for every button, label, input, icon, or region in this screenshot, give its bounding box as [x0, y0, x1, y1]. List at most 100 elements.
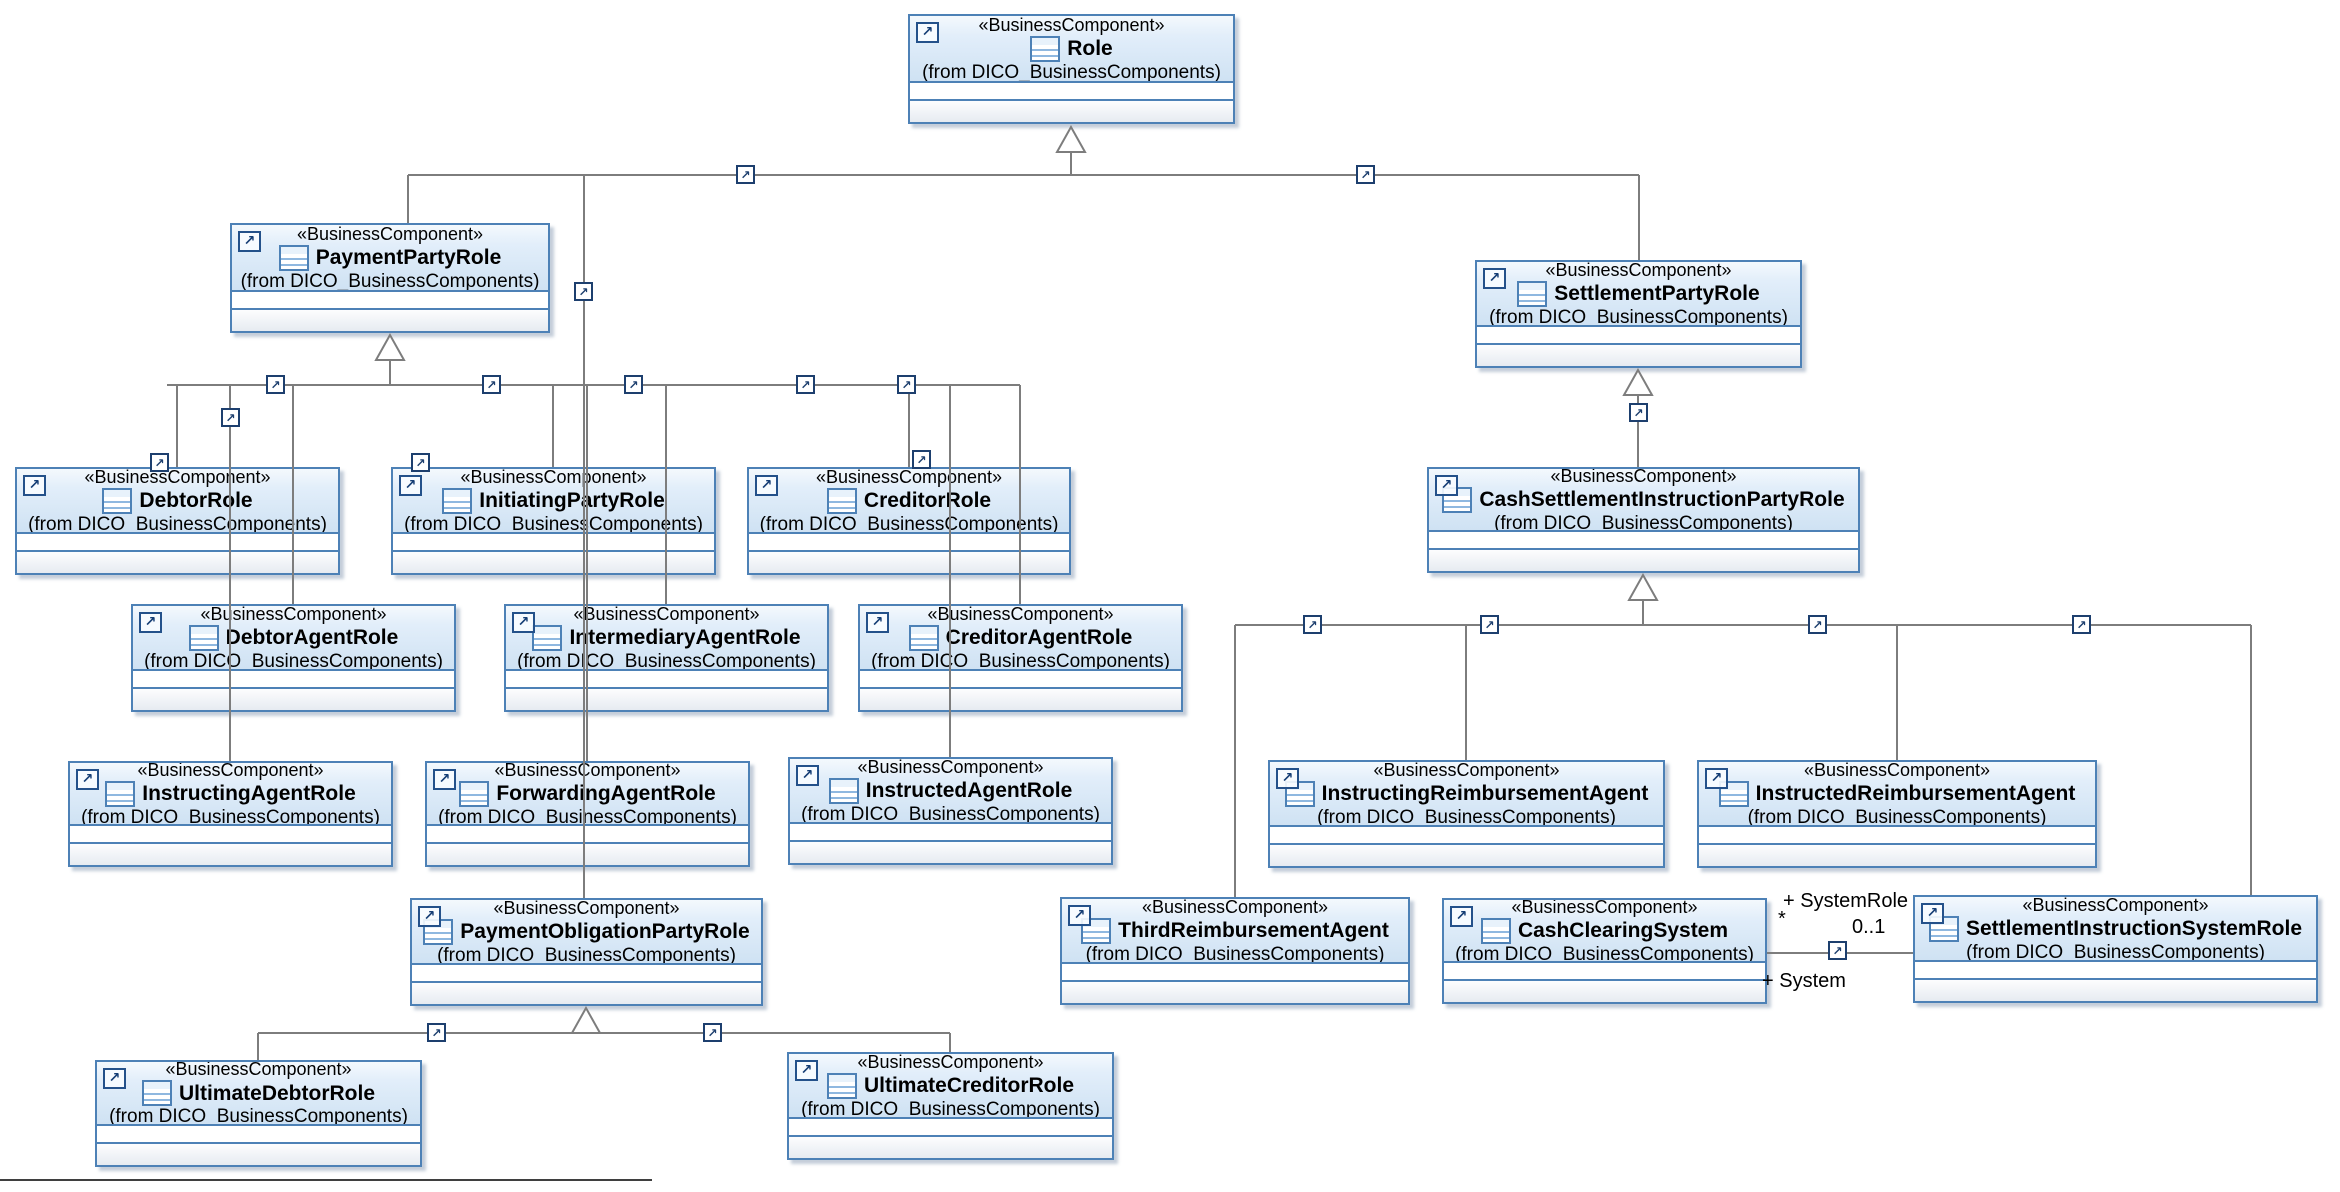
class-DebtorRole[interactable]: ↗«BusinessComponent»DebtorRole(from DICO…: [15, 467, 340, 575]
navigate-icon[interactable]: ↗: [1921, 903, 1944, 924]
class-PaymentPartyRole[interactable]: ↗«BusinessComponent»PaymentPartyRole(fro…: [230, 223, 550, 333]
attributes-compartment: [910, 81, 1233, 99]
navigate-icon[interactable]: ↗: [1483, 268, 1506, 289]
class-package-label: (from DICO_BusinessComponents): [1085, 943, 1385, 963]
navigate-icon[interactable]: ↗: [512, 612, 535, 633]
class-name-row: DebtorRole: [102, 487, 253, 514]
class-PaymentObligationPartyRole[interactable]: ↗«BusinessComponent»PaymentObligationPar…: [410, 898, 763, 1006]
navigate-icon[interactable]: ↗: [76, 769, 99, 790]
navigate-icon[interactable]: ↗: [755, 475, 778, 496]
class-InitiatingPartyRole[interactable]: ↗«BusinessComponent»InitiatingPartyRole(…: [391, 467, 716, 575]
attributes-compartment: [1699, 825, 2095, 843]
class-package-label: (from DICO_BusinessComponents): [1489, 306, 1788, 326]
connector-label-icon[interactable]: ↗: [1808, 615, 1827, 634]
operations-compartment: [860, 687, 1181, 710]
navigate-icon[interactable]: ↗: [433, 769, 456, 790]
class-name-row: CashSettlementInstructionPartyRole: [1442, 486, 1845, 513]
class-name-row: DebtorAgentRole: [188, 624, 399, 651]
navigate-icon[interactable]: ↗: [418, 906, 441, 927]
navigate-icon[interactable]: ↗: [399, 475, 422, 496]
businesscomponent-icon: [826, 1072, 857, 1099]
connector-label-icon[interactable]: ↗: [796, 375, 815, 394]
operations-compartment: [1429, 548, 1858, 571]
class-InstructingReimbursementAgent[interactable]: ↗«BusinessComponent»InstructingReimburse…: [1268, 760, 1665, 868]
class-name: UltimateCreditorRole: [863, 1074, 1075, 1097]
navigate-icon[interactable]: ↗: [139, 612, 162, 633]
connector-label-icon[interactable]: ↗: [427, 1023, 446, 1042]
stereotype-label: «BusinessComponent»: [165, 1062, 352, 1079]
class-name: InstructedAgentRole: [865, 779, 1073, 802]
operations-compartment: [97, 1142, 420, 1165]
class-header: «BusinessComponent»CreditorRole(from DIC…: [749, 469, 1069, 532]
class-CashClearingSystem[interactable]: ↗«BusinessComponent»CashClearingSystem(f…: [1442, 898, 1767, 1004]
navigate-icon[interactable]: ↗: [23, 475, 46, 496]
class-ThirdReimbursementAgent[interactable]: ↗«BusinessComponent»ThirdReimbursementAg…: [1060, 897, 1410, 1005]
class-name: DebtorAgentRole: [225, 626, 399, 649]
connector-label-icon[interactable]: ↗: [574, 282, 593, 301]
connector-label-icon[interactable]: ↗: [897, 375, 916, 394]
businesscomponent-icon: [1480, 917, 1511, 944]
connector-label-icon[interactable]: ↗: [624, 375, 643, 394]
class-DebtorAgentRole[interactable]: ↗«BusinessComponent»DebtorAgentRole(from…: [131, 604, 456, 712]
class-name: CashSettlementInstructionPartyRole: [1479, 488, 1845, 511]
class-InstructedReimbursementAgent[interactable]: ↗«BusinessComponent»InstructedReimbursem…: [1697, 760, 2097, 868]
connector-label-icon[interactable]: ↗: [2072, 615, 2091, 634]
connector-label-icon[interactable]: ↗: [1480, 615, 1499, 634]
navigate-icon[interactable]: ↗: [866, 612, 889, 633]
class-CreditorRole[interactable]: ↗«BusinessComponent»CreditorRole(from DI…: [747, 467, 1071, 575]
class-IntermediaryAgentRole[interactable]: ↗«BusinessComponent»IntermediaryAgentRol…: [504, 604, 829, 712]
class-header: «BusinessComponent»DebtorRole(from DICO_…: [17, 469, 338, 532]
class-name-row: InstructingAgentRole: [105, 780, 356, 807]
businesscomponent-icon: [105, 780, 136, 807]
class-name: CreditorRole: [863, 489, 992, 512]
navigate-icon[interactable]: ↗: [1276, 768, 1299, 789]
class-CreditorAgentRole[interactable]: ↗«BusinessComponent»CreditorAgentRole(fr…: [858, 604, 1183, 712]
connector-label-icon[interactable]: ↗: [703, 1023, 722, 1042]
class-InstructedAgentRole[interactable]: ↗«BusinessComponent»InstructedAgentRole(…: [788, 757, 1113, 865]
connector-label-icon[interactable]: ↗: [1303, 615, 1322, 634]
connector-label-icon[interactable]: ↗: [1356, 165, 1375, 184]
navigate-icon[interactable]: ↗: [1435, 475, 1458, 496]
connector-label-icon[interactable]: ↗: [1629, 403, 1648, 422]
class-UltimateDebtorRole[interactable]: ↗«BusinessComponent»UltimateDebtorRole(f…: [95, 1060, 422, 1167]
operations-compartment: [1477, 343, 1800, 366]
connector-label-icon[interactable]: ↗: [266, 375, 285, 394]
navigate-icon[interactable]: ↗: [238, 231, 261, 252]
connector-label-icon[interactable]: ↗: [912, 450, 931, 469]
stereotype-label: «BusinessComponent»: [857, 759, 1044, 777]
class-name-row: UltimateDebtorRole: [141, 1080, 375, 1106]
navigate-icon[interactable]: ↗: [916, 22, 939, 43]
businesscomponent-icon: [532, 624, 563, 651]
class-UltimateCreditorRole[interactable]: ↗«BusinessComponent»UltimateCreditorRole…: [787, 1052, 1114, 1160]
connector-label-icon[interactable]: ↗: [1828, 941, 1847, 960]
connector-label-icon[interactable]: ↗: [411, 453, 430, 472]
class-name-row: PaymentObligationPartyRole: [423, 918, 750, 945]
navigate-icon[interactable]: ↗: [1450, 906, 1473, 927]
navigate-icon[interactable]: ↗: [795, 1060, 818, 1081]
stereotype-label: «BusinessComponent»: [1803, 762, 1991, 780]
connector-label-icon[interactable]: ↗: [736, 165, 755, 184]
connector-label-icon[interactable]: ↗: [482, 375, 501, 394]
class-InstructingAgentRole[interactable]: ↗«BusinessComponent»InstructingAgentRole…: [68, 761, 393, 867]
attributes-compartment: [133, 669, 454, 687]
class-package-label: (from DICO_BusinessComponents): [922, 61, 1221, 82]
navigate-icon[interactable]: ↗: [1068, 905, 1091, 926]
class-SettlementPartyRole[interactable]: ↗«BusinessComponent»SettlementPartyRole(…: [1475, 260, 1802, 368]
navigate-icon[interactable]: ↗: [1705, 768, 1728, 789]
stereotype-label: «BusinessComponent»: [84, 469, 271, 487]
class-Role[interactable]: ↗«BusinessComponent»Role(from DICO_Busin…: [908, 14, 1235, 124]
class-SettlementInstructionSystemRole[interactable]: ↗«BusinessComponent»SettlementInstructio…: [1913, 895, 2318, 1003]
class-name-row: PaymentPartyRole: [278, 244, 501, 271]
connector-label-icon[interactable]: ↗: [150, 453, 169, 472]
attributes-compartment: [1477, 325, 1800, 343]
navigate-icon[interactable]: ↗: [103, 1068, 126, 1089]
operations-compartment: [1915, 978, 2316, 1001]
businesscomponent-icon: [141, 1080, 172, 1106]
class-CashSettlementInstructionPartyRole[interactable]: ↗«BusinessComponent»CashSettlementInstru…: [1427, 467, 1860, 573]
attributes-compartment: [749, 532, 1069, 550]
class-ForwardingAgentRole[interactable]: ↗«BusinessComponent»ForwardingAgentRole(…: [425, 761, 750, 867]
class-header: «BusinessComponent»InitiatingPartyRole(f…: [393, 469, 714, 532]
navigate-icon[interactable]: ↗: [796, 765, 819, 786]
connector-label-icon[interactable]: ↗: [221, 408, 240, 427]
